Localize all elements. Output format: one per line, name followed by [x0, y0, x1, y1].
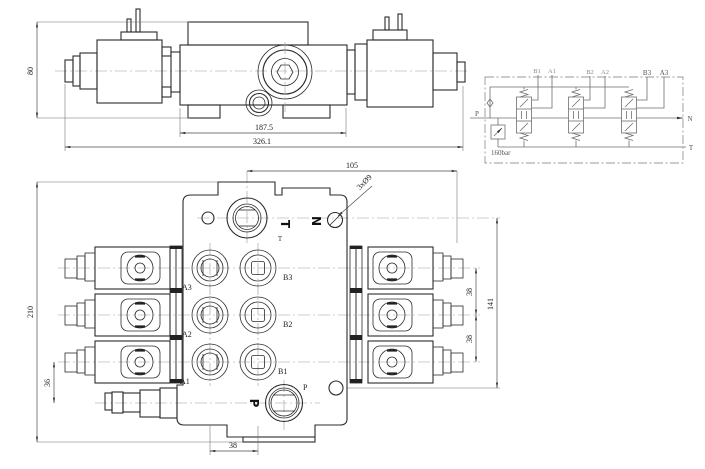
schematic-label-a2: A2 — [601, 69, 609, 76]
dim-187-5-label: 187.5 — [255, 123, 273, 132]
tube-body — [170, 51, 181, 93]
schematic-label-a1: A1 — [548, 68, 556, 75]
mounting-hole-bottom-right — [328, 380, 344, 396]
valve-body-front — [176, 181, 348, 438]
label-a2: A2 — [182, 330, 192, 339]
left-solenoid — [96, 8, 163, 104]
dim-38-row1-label: 38 — [465, 288, 474, 296]
stamp-t: T — [278, 220, 292, 229]
schematic-port-n: N — [687, 115, 692, 123]
dim-187-5: 187.5 — [179, 108, 347, 137]
dim-141-label: 141 — [486, 298, 495, 310]
stamp-n: N — [309, 216, 323, 226]
dim-80-label: 80 — [26, 67, 35, 75]
dim-38-row2-label: 38 — [465, 335, 474, 343]
schematic-label-b2: B2 — [586, 69, 594, 76]
spool-symbol-3 — [621, 89, 637, 141]
dim-36-label: 36 — [43, 379, 52, 387]
dim-210-label: 210 — [26, 306, 35, 318]
mounting-hole-top-right — [326, 211, 344, 229]
relief-valve-symbol: 160bar — [490, 118, 511, 157]
schematic-label-b3: B3 — [643, 69, 652, 77]
valve-body-side — [179, 21, 348, 119]
bottom-tab — [242, 436, 316, 443]
schematic-port-t: T — [689, 144, 694, 152]
t-port — [226, 197, 268, 239]
spool-symbol-1 — [516, 89, 532, 141]
dim-80: 80 — [26, 21, 190, 119]
relief-setting-label: 160bar — [491, 149, 511, 157]
dim-210: 210 — [26, 181, 243, 443]
tube-step-top — [161, 46, 172, 57]
spool-symbol-2 — [568, 89, 584, 141]
schematic-boundary — [484, 76, 684, 164]
mounting-hole-top-left — [201, 211, 215, 225]
label-b2: B2 — [283, 320, 292, 329]
side-view: 80 187.5 326.1 — [26, 8, 467, 151]
dim-105-label: 105 — [346, 161, 358, 170]
stamp-p: P — [247, 399, 261, 408]
label-a1: A1 — [180, 377, 190, 386]
dim-141: 141 — [346, 217, 500, 389]
stamp-t-small: T — [278, 235, 283, 243]
dim-38-bottom: 38 — [209, 426, 259, 455]
label-a3: A3 — [182, 283, 192, 292]
schematic-label-b1: B1 — [533, 68, 541, 75]
label-b3: B3 — [283, 273, 292, 282]
label-b1: B1 — [278, 367, 287, 376]
schematic-label-a3: A3 — [660, 69, 669, 77]
left-rail — [169, 245, 183, 384]
tube-step-bottom — [161, 86, 172, 98]
check-valve-symbol — [486, 98, 494, 108]
dim-326-1: 326.1 — [64, 84, 464, 151]
inlet-hex-fitting — [104, 387, 178, 419]
front-view: T T N P A3 A2 A1 B3 B2 B1 P — [26, 161, 500, 455]
hydraulic-schematic: B1 A1 B2 A2 B3 A3 P N T — [470, 68, 694, 164]
hole-note-label: 3xØ9 — [355, 173, 374, 192]
dim-38-rows: 38 38 — [465, 267, 478, 363]
right-rail — [349, 245, 363, 384]
label-p: P — [303, 383, 308, 392]
schematic-port-p: P — [475, 110, 479, 118]
hex-socket — [276, 64, 294, 80]
dim-36: 36 — [43, 361, 56, 404]
hole-note-leader: 3xØ9 — [337, 173, 374, 217]
p-port — [264, 383, 304, 423]
dim-105: 105 — [246, 161, 458, 243]
right-solenoid — [346, 13, 466, 108]
dim-38-bottom-label: 38 — [229, 441, 237, 450]
dim-326-1-label: 326.1 — [253, 137, 271, 146]
